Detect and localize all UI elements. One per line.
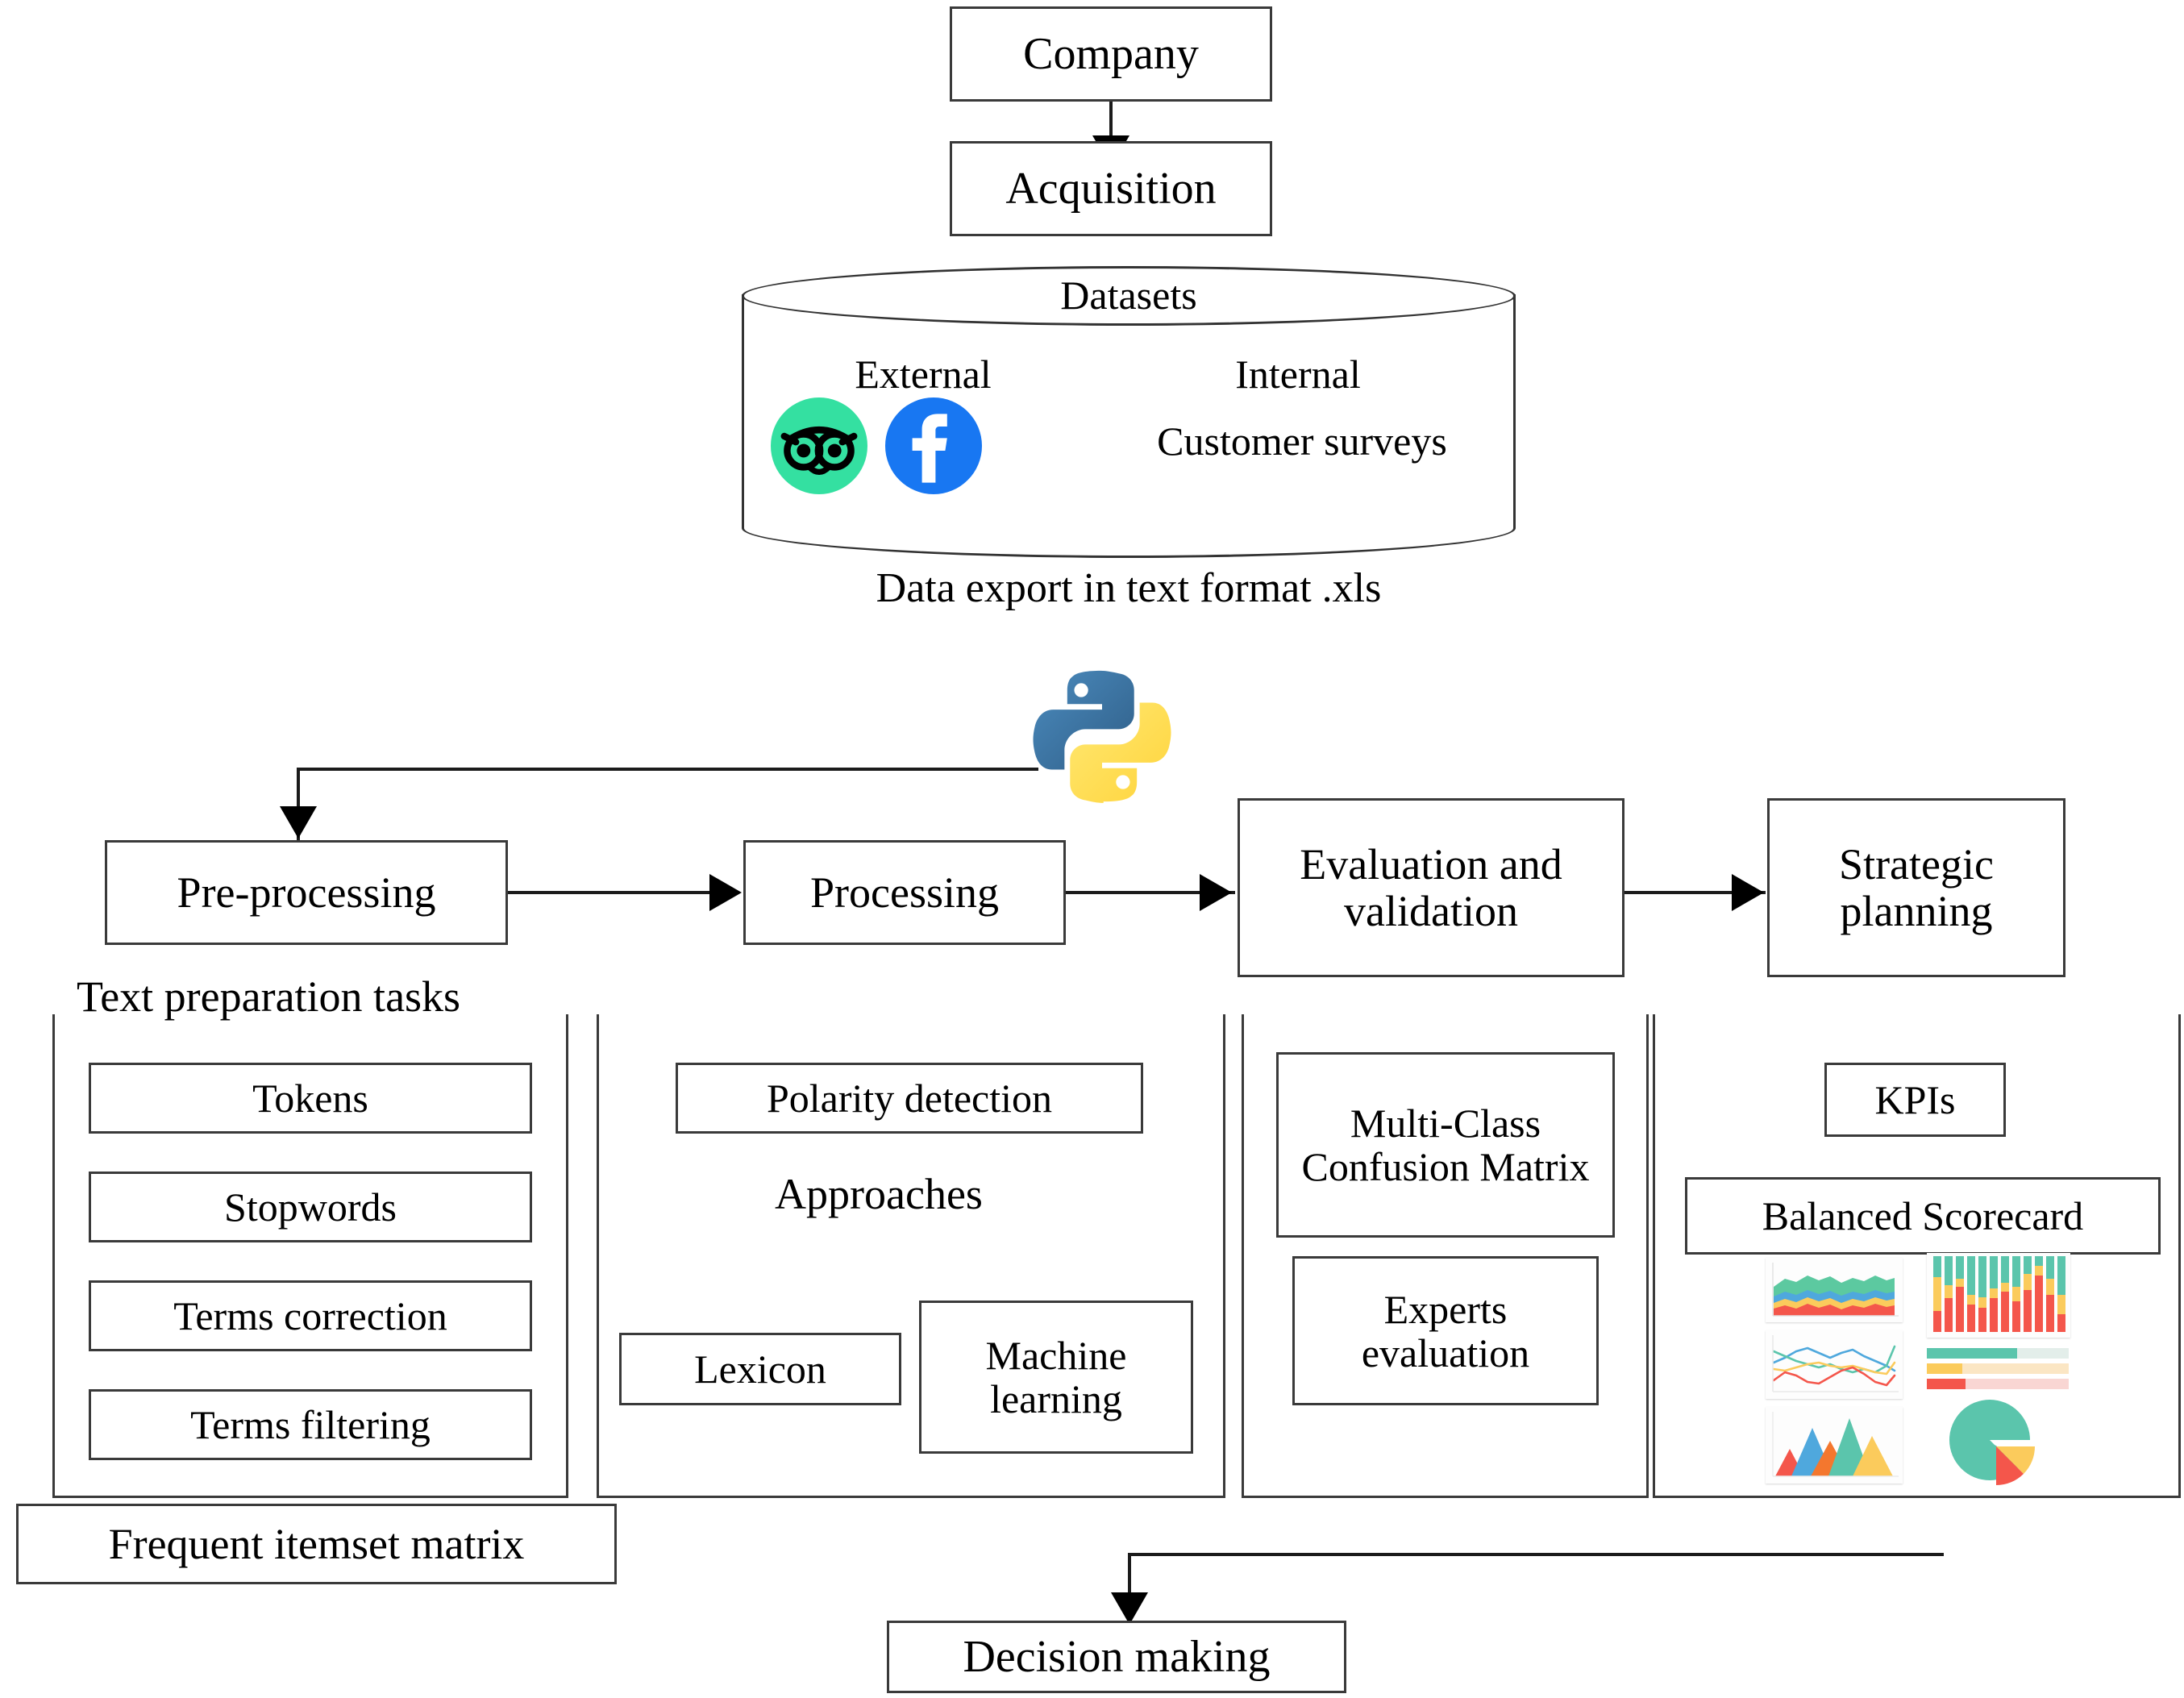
text-preparation-panel [52,1014,568,1498]
processing-detail-panel [597,1014,1225,1498]
datasets-title: Datasets [1060,273,1197,318]
approaches-label: Approaches [775,1170,983,1218]
acquisition-box[interactable]: Acquisition [950,141,1272,236]
item-kpis[interactable]: KPIs [1824,1063,2006,1137]
item-multiclass-confusion-matrix[interactable]: Multi-Class Confusion Matrix [1276,1052,1615,1238]
exploded-pie-chart [1945,1396,2051,1492]
tripadvisor-owl-icon [780,427,858,475]
python-logo-icon [1033,670,1171,803]
item-terms-correction[interactable]: Terms correction [89,1280,532,1351]
item-stopwords[interactable]: Stopwords [89,1172,532,1242]
export-caption: Data export in text format .xls [876,565,1382,611]
stage-processing[interactable]: Processing [743,840,1066,945]
stage-strategic-planning[interactable]: Strategic planning [1767,798,2065,977]
pre-to-processing-line [508,891,713,894]
exploded-pie-chart-svg [1949,1400,2036,1486]
stacked-area-chart-svg [1772,1263,1899,1317]
stage-evaluation-validation-label: Evaluation and validation [1300,839,1562,935]
decision-feed-vline [1128,1553,1131,1617]
decision-feed-hline [1128,1553,1944,1556]
cylinder-body [742,294,1516,528]
item-terms-filtering[interactable]: Terms filtering [89,1389,532,1460]
evaluation-to-planning-line [1624,891,1766,894]
stage-evaluation-validation[interactable]: Evaluation and validation [1238,798,1624,977]
progress-bars-chart [1927,1348,2072,1390]
stacked-bar-chart [1927,1253,2070,1338]
python-logo[interactable] [1025,660,1179,813]
peaks-area-chart [1766,1407,1903,1484]
company-label: Company [1023,28,1199,79]
acquisition-label: Acquisition [1005,163,1217,214]
internal-label: Internal [1235,352,1361,397]
facebook-logo[interactable] [885,397,982,494]
stage-pre-processing[interactable]: Pre-processing [105,840,508,945]
stacked-bar-chart-svg [1933,1256,2065,1332]
stacked-area-chart [1766,1258,1903,1322]
item-polarity-detection[interactable]: Polarity detection [676,1063,1143,1134]
evaluation-detail-panel [1242,1014,1649,1498]
python-to-preprocessing-hline [297,768,1038,771]
item-frequent-itemset-matrix[interactable]: Frequent itemset matrix [16,1504,617,1584]
item-machine-learning[interactable]: Machine learning [919,1301,1193,1454]
stage-processing-label: Processing [810,868,999,917]
item-tokens[interactable]: Tokens [89,1063,532,1134]
stage-strategic-planning-label: Strategic planning [1839,839,1994,935]
tripadvisor-logo[interactable] [771,397,867,494]
item-lexicon[interactable]: Lexicon [619,1333,901,1405]
decision-making-arrow [1111,1592,1148,1625]
text-preparation-heading: Text preparation tasks [77,972,461,1021]
multi-line-chart [1766,1330,1903,1399]
item-balanced-scorecard[interactable]: Balanced Scorecard [1685,1177,2161,1255]
processing-to-evaluation-arrow [1200,874,1232,911]
facebook-f-icon [912,414,947,483]
pre-to-processing-arrow [709,874,742,911]
decision-making-label: Decision making [963,1631,1271,1682]
datasets-cylinder[interactable]: Datasets External Internal [742,266,1516,558]
cylinder-top-ellipse [742,266,1516,326]
item-experts-evaluation[interactable]: Experts evaluation [1292,1256,1599,1405]
python-to-preprocessing-arrow [280,806,317,839]
peaks-area-chart-svg [1772,1412,1899,1477]
external-label: External [855,352,992,397]
company-box[interactable]: Company [950,6,1272,102]
evaluation-to-planning-arrow [1732,874,1764,911]
multi-line-chart-svg [1772,1335,1899,1392]
planning-detail-panel [1653,1014,2181,1498]
progress-bars-chart-svg [1927,1348,2069,1389]
customer-surveys-label: Customer surveys [1157,418,1447,464]
stage-pre-processing-label: Pre-processing [177,868,436,917]
decision-making-box[interactable]: Decision making [887,1621,1346,1693]
processing-to-evaluation-line [1066,891,1235,894]
kpi-dashboard-collage [1766,1253,2104,1492]
company-to-acquisition-line [1109,102,1113,150]
